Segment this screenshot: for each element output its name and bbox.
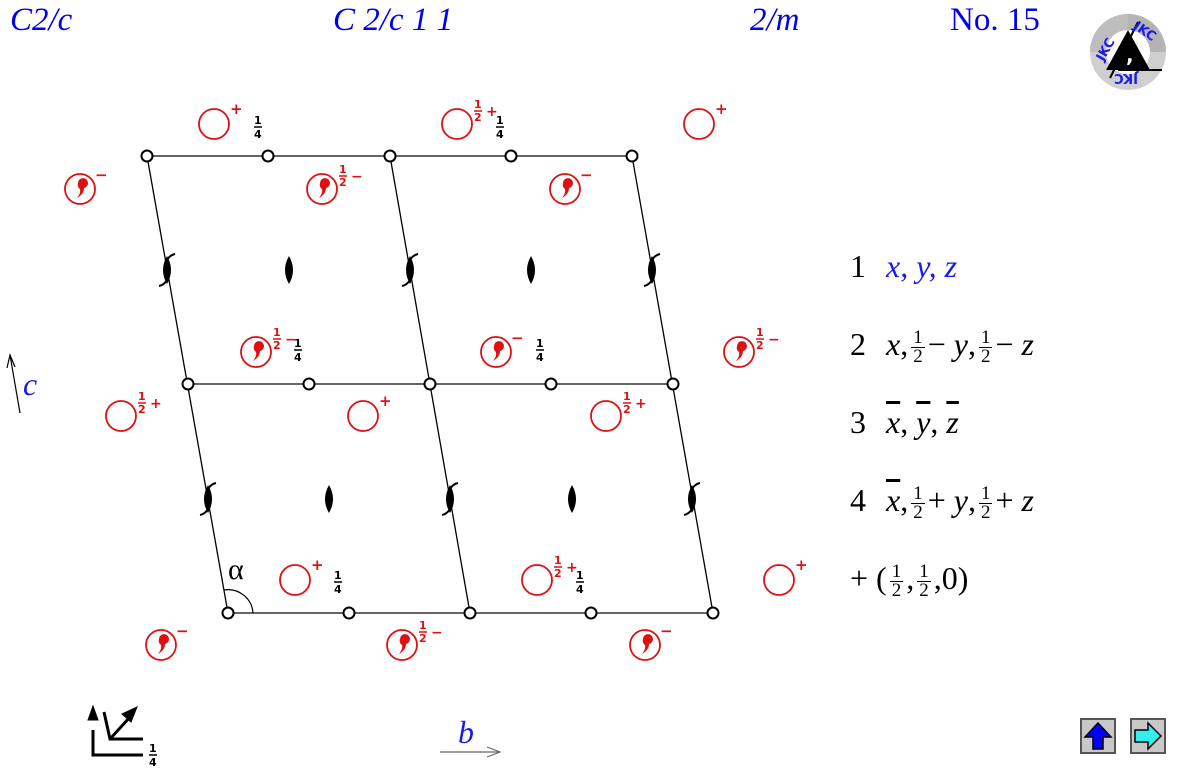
svg-text:2: 2 bbox=[273, 339, 281, 352]
screw-axis-symbol bbox=[441, 482, 459, 516]
rotation-axis-symbol bbox=[325, 485, 333, 513]
svg-text:4: 4 bbox=[496, 128, 504, 141]
svg-text:2: 2 bbox=[138, 403, 146, 416]
screw-axis-symbol bbox=[401, 253, 419, 287]
rotation-axis-symbol bbox=[568, 485, 576, 513]
svg-text:1: 1 bbox=[554, 554, 562, 567]
svg-text:1: 1 bbox=[339, 163, 347, 176]
operation-index: 4 bbox=[850, 482, 866, 518]
svg-text:−: − bbox=[580, 166, 593, 184]
svg-text:+: + bbox=[311, 556, 324, 574]
short-hm-symbol: C2/c bbox=[10, 2, 73, 38]
svg-text:+: + bbox=[715, 100, 728, 118]
svg-text:1: 1 bbox=[756, 326, 764, 339]
svg-text:1: 1 bbox=[419, 619, 427, 632]
svg-text:2: 2 bbox=[419, 632, 427, 645]
svg-text:+: + bbox=[230, 100, 243, 118]
svg-text:1: 1 bbox=[623, 390, 631, 403]
svg-text:+: + bbox=[379, 392, 392, 410]
legend-quarter-label: 14 bbox=[149, 742, 157, 769]
screw-axis-symbol bbox=[199, 482, 217, 516]
position-height-labels: + + + + + − − − − − 12+ 12+ 12+ 12+ 12− … bbox=[95, 98, 808, 645]
jkc-logo-icon: , JKC JKC JKC bbox=[1090, 14, 1166, 90]
svg-text:4: 4 bbox=[334, 583, 342, 596]
operation-index: 2 bbox=[850, 326, 866, 362]
svg-text:−: − bbox=[660, 622, 673, 640]
space-group-number: No. 15 bbox=[950, 2, 1040, 38]
screw-axis-symbol bbox=[158, 253, 176, 287]
c-axis-arrow-icon bbox=[6, 353, 21, 414]
general-positions-plain bbox=[105, 108, 795, 596]
c-axis-label: c bbox=[23, 366, 38, 402]
svg-text:1: 1 bbox=[576, 569, 584, 582]
svg-text:+: + bbox=[795, 556, 808, 574]
operation-index: 3 bbox=[850, 404, 866, 440]
svg-text:1: 1 bbox=[254, 114, 262, 127]
svg-text:JKC: JKC bbox=[1114, 70, 1139, 85]
svg-text:4: 4 bbox=[149, 756, 157, 769]
svg-text:1: 1 bbox=[138, 390, 146, 403]
svg-text:2: 2 bbox=[339, 176, 347, 189]
svg-text:2: 2 bbox=[474, 111, 482, 124]
right-arrow-icon bbox=[1134, 721, 1163, 751]
quarter-height-labels: 14 14 14 14 14 14 bbox=[254, 114, 584, 596]
svg-text:−: − bbox=[351, 169, 363, 185]
svg-text:2: 2 bbox=[756, 339, 764, 352]
up-arrow-icon bbox=[1083, 721, 1113, 750]
full-hm-symbol: C 2/c 1 1 bbox=[333, 2, 454, 38]
svg-text:4: 4 bbox=[294, 351, 302, 364]
alpha-angle-arc bbox=[223, 589, 254, 614]
up-button[interactable] bbox=[1080, 718, 1116, 754]
twofold-rotation-axes bbox=[285, 256, 576, 513]
inversion-centres bbox=[140, 149, 720, 620]
svg-text:1: 1 bbox=[496, 114, 504, 127]
b-axis-label: b bbox=[458, 714, 474, 750]
svg-text:4: 4 bbox=[576, 583, 584, 596]
svg-text:4: 4 bbox=[254, 128, 262, 141]
svg-text:+: + bbox=[566, 560, 578, 576]
svg-text:,: , bbox=[1126, 43, 1134, 67]
screw-axis-symbol bbox=[683, 482, 701, 516]
jkc-logo: , JKC JKC JKC bbox=[1088, 12, 1168, 92]
svg-text:1: 1 bbox=[273, 326, 281, 339]
next-button[interactable] bbox=[1130, 718, 1166, 754]
svg-text:+: + bbox=[486, 104, 498, 120]
operation-1: 1 x, y, z bbox=[850, 248, 957, 285]
twofold-screw-axes bbox=[158, 253, 701, 516]
svg-text:−: − bbox=[511, 329, 524, 347]
svg-text:2: 2 bbox=[554, 567, 562, 580]
svg-text:1: 1 bbox=[334, 569, 342, 582]
svg-text:−: − bbox=[176, 622, 189, 640]
svg-text:+: + bbox=[635, 396, 647, 412]
glide-plane-legend-icon bbox=[87, 704, 143, 757]
point-group: 2/m bbox=[750, 2, 800, 38]
svg-text:1: 1 bbox=[149, 742, 157, 755]
svg-text:−: − bbox=[95, 166, 108, 184]
svg-text:1: 1 bbox=[536, 337, 544, 350]
operation-index: 1 bbox=[850, 248, 866, 284]
screw-axis-symbol bbox=[643, 253, 661, 287]
alpha-label: α bbox=[228, 553, 244, 586]
b-axis-arrow-icon bbox=[440, 746, 502, 758]
svg-text:−: − bbox=[431, 625, 443, 641]
rotation-axis-symbol bbox=[527, 256, 535, 284]
svg-text:4: 4 bbox=[536, 351, 544, 364]
general-positions-comma bbox=[64, 173, 755, 661]
svg-text:1: 1 bbox=[294, 337, 302, 350]
svg-text:1: 1 bbox=[474, 98, 482, 111]
svg-text:−: − bbox=[285, 332, 297, 348]
operation-text: x, y, z bbox=[886, 248, 958, 284]
rotation-axis-symbol bbox=[285, 256, 293, 284]
svg-text:+: + bbox=[150, 396, 162, 412]
svg-text:−: − bbox=[768, 332, 780, 348]
svg-text:2: 2 bbox=[623, 403, 631, 416]
